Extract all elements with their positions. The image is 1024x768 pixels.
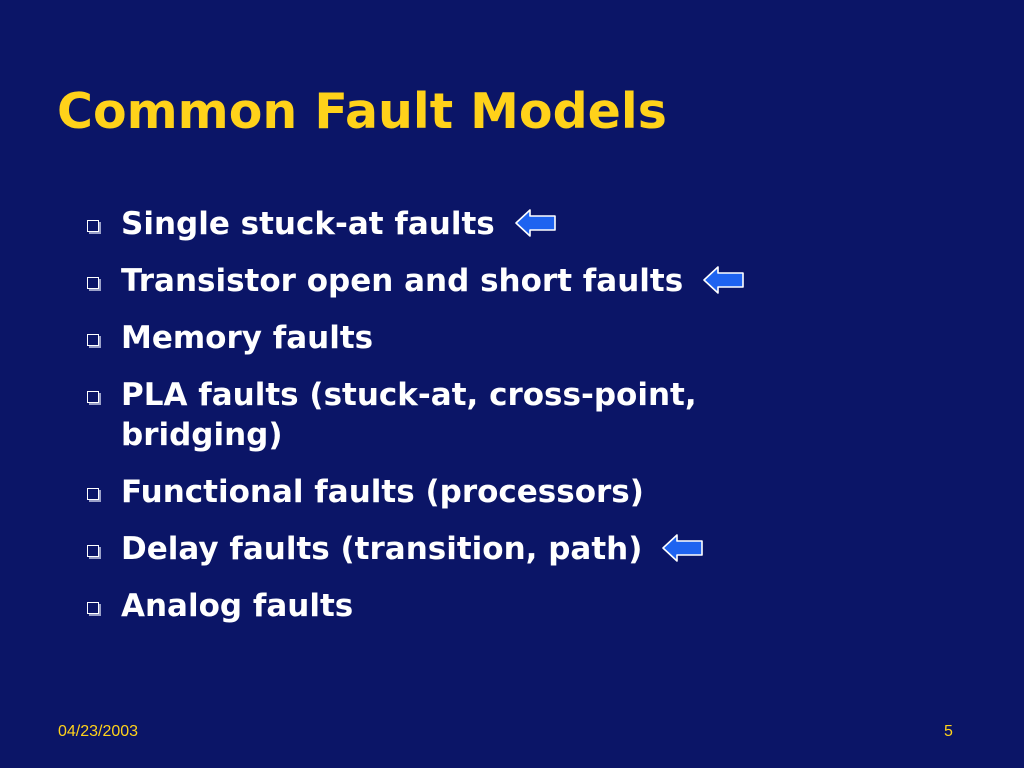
left-arrow-icon: [514, 208, 557, 237]
bullet-list: Single stuck-at faults Transistor open a…: [84, 204, 844, 643]
left-arrow-icon: [703, 265, 745, 294]
slide-title: Common Fault Models: [57, 83, 667, 140]
hollow-square-icon: [87, 602, 99, 614]
bullet-text: Single stuck-at faults: [121, 206, 495, 242]
hollow-square-icon: [87, 488, 99, 500]
bullet-item-delay: Delay faults (transition, path): [84, 529, 844, 569]
bullet-text: Delay faults (transition, path): [121, 531, 643, 567]
bullet-item-single-stuck-at: Single stuck-at faults: [84, 204, 844, 244]
bullet-text: Functional faults (processors): [121, 474, 644, 510]
bullet-item-pla: PLA faults (stuck-at, cross-point, bridg…: [84, 375, 844, 455]
hollow-square-icon: [87, 334, 99, 346]
bullet-item-transistor: Transistor open and short faults: [84, 261, 844, 301]
footer-date: 04/23/2003: [58, 723, 139, 740]
bullet-item-analog: Analog faults: [84, 586, 844, 626]
bullet-text: Analog faults: [121, 588, 354, 624]
hollow-square-icon: [87, 277, 99, 289]
page-number: 5: [944, 723, 953, 740]
bullet-item-functional: Functional faults (processors): [84, 472, 844, 512]
bullet-text: Memory faults: [121, 320, 374, 356]
bullet-item-memory: Memory faults: [84, 318, 844, 358]
hollow-square-icon: [87, 220, 99, 232]
bullet-text: PLA faults (stuck-at, cross-point, bridg…: [121, 377, 697, 453]
left-arrow-icon: [662, 533, 704, 562]
hollow-square-icon: [87, 545, 99, 557]
bullet-text: Transistor open and short faults: [121, 263, 684, 299]
hollow-square-icon: [87, 391, 99, 403]
